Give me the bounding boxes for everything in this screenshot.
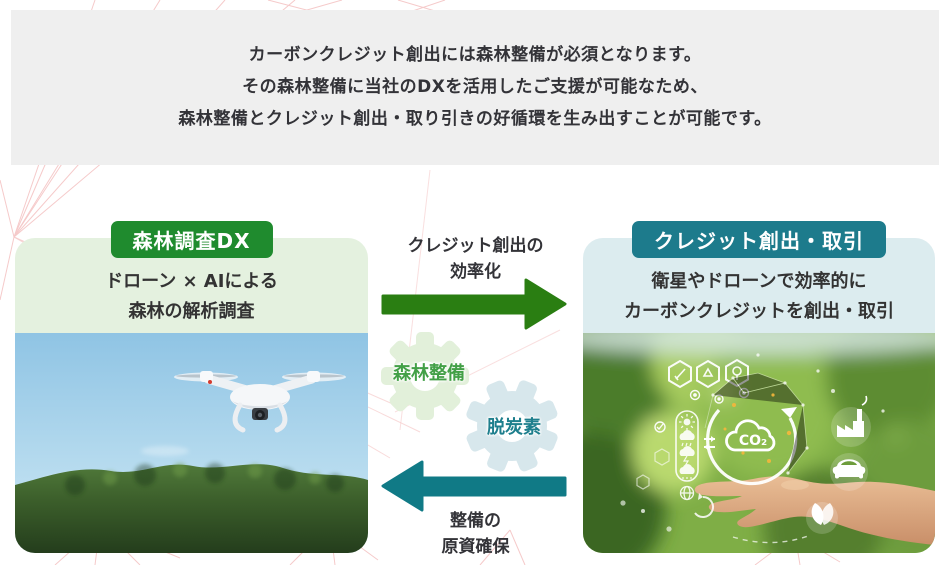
sparkle-dots	[723, 393, 792, 463]
credit-trading-badge: クレジット創出・取引	[632, 221, 886, 258]
credit-efficiency-line-1: クレジット創出の	[407, 236, 544, 256]
pen-hexagon-icon	[668, 359, 692, 389]
gears-graphic	[381, 332, 558, 472]
credit-efficiency-line-2: 効率化	[450, 262, 501, 282]
co2-reduction-illustration: CO₂	[583, 333, 935, 553]
dashed-arc	[732, 534, 812, 544]
co2-cloud-emblem: CO₂	[706, 407, 798, 486]
credit-trading-description: 衛星やドローンで効率的に カーボンクレジットを創出・取引	[583, 267, 935, 327]
credit-trading-line-2: カーボンクレジットを創出・取引	[624, 301, 894, 322]
gear-blue-icon	[466, 380, 558, 472]
drone-icon	[174, 371, 346, 433]
intro-banner: カーボンクレジット創出には森林整備が必須となります。 その森林整備に当社のDXを…	[11, 10, 939, 165]
globe-icon	[679, 485, 695, 501]
drone-over-forest-illustration	[15, 333, 368, 553]
bulb-hexagon-icon	[725, 358, 749, 388]
banner-line-2: その森林整備に当社のDXを活用したご支援が可能なため、	[242, 77, 708, 98]
co2-label: CO₂	[739, 433, 767, 449]
forest-survey-dx-panel: 森林調査DX ドローン × AIによる 森林の解析調査	[15, 221, 368, 553]
forest-survey-description: ドローン × AIによる 森林の解析調査	[15, 267, 368, 327]
drone-photo	[15, 333, 368, 553]
right-arrow-icon	[381, 278, 567, 330]
gear-green-label: 森林整備	[393, 363, 465, 384]
left-arrow-icon	[381, 460, 567, 512]
leaf-icon	[806, 502, 838, 534]
recycle-hexagon-icon	[696, 359, 720, 389]
refresh-circle-icon	[694, 493, 714, 518]
dot-nodes	[654, 387, 750, 433]
small-hexagons	[620, 448, 672, 532]
weather-capsule-icon	[675, 410, 699, 501]
credit-efficiency-label: クレジット創出の 効率化	[388, 233, 563, 285]
factory-icon	[831, 395, 871, 447]
maintenance-funding-label: 整備の 原資確保	[388, 508, 563, 560]
car-icon	[830, 453, 868, 491]
banner-line-1: カーボンクレジット創出には森林整備が必須となります。	[248, 45, 702, 66]
credit-trading-line-1: 衛星やドローンで効率的に	[651, 271, 867, 292]
banner-line-3: 森林整備とクレジット創出・取り引きの好循環を生み出すことが可能です。	[178, 108, 772, 129]
gear-blue-label: 脱炭素	[487, 417, 541, 438]
credit-trading-panel: クレジット創出・取引 衛星やドローンで効率的に カーボンクレジットを創出・取引	[583, 221, 935, 553]
gear-green-icon	[381, 332, 469, 420]
white-dots	[641, 353, 885, 513]
forest-survey-dx-badge: 森林調査DX	[110, 221, 273, 258]
co2-hand-photo: CO₂	[583, 333, 935, 553]
maintenance-funding-line-1: 整備の	[450, 511, 501, 531]
forest-survey-line-2: 森林の解析調査	[128, 301, 255, 322]
maintenance-funding-line-2: 原資確保	[441, 537, 510, 557]
forest-survey-line-1: ドローン × AIによる	[105, 271, 278, 292]
